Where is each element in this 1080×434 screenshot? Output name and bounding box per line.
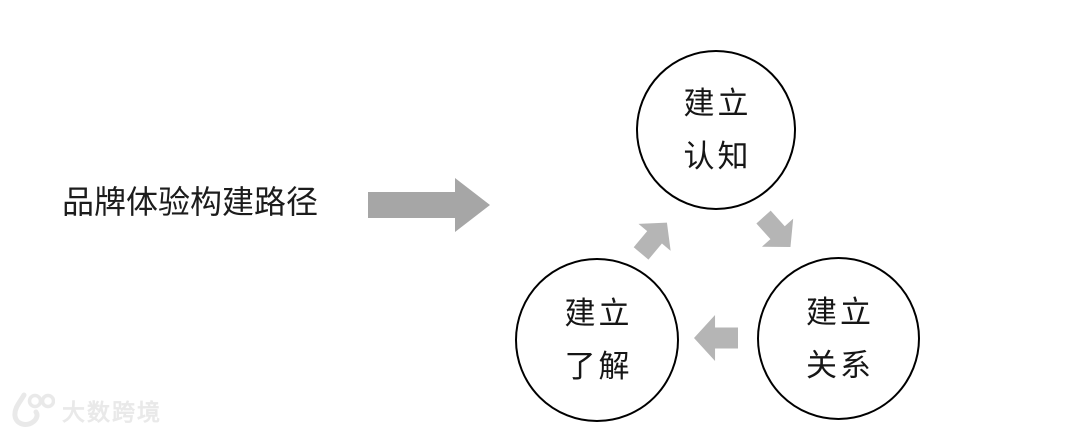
node-awareness-line2: 认知	[683, 139, 752, 174]
right-block-arrow-icon	[368, 178, 490, 232]
cycle-arrow-down-shape	[756, 210, 794, 247]
cycle-arrow-left-shape	[694, 315, 738, 361]
diagram-title: 品牌体验构建路径	[62, 184, 319, 220]
logo-zero-2-shape	[40, 393, 55, 408]
node-understanding-line2: 了解	[564, 349, 633, 384]
dashu-100-logo-icon	[12, 392, 55, 427]
logo-swoosh-shape	[12, 392, 40, 427]
cycle-arrow-up-shape	[633, 222, 671, 260]
watermark-text: 大数跨境	[62, 399, 162, 425]
watermark: 大数跨境	[8, 391, 162, 429]
cycle-arrow-up-icon	[633, 222, 671, 260]
cycle-node-understanding: 建立 了解	[515, 258, 679, 422]
node-relationship-line2: 关系	[806, 347, 874, 383]
logo-zero-1-shape	[27, 393, 43, 408]
cycle-arrow-left-icon	[694, 315, 738, 361]
right-block-arrow-shape	[368, 178, 490, 232]
node-awareness-line1: 建立	[683, 86, 752, 121]
cycle-arrow-down-icon	[756, 210, 794, 247]
node-understanding-line1: 建立	[564, 296, 633, 331]
cycle-node-awareness: 建立 认知	[636, 50, 796, 210]
cycle-node-relationship: 建立 关系	[757, 257, 920, 420]
node-relationship-line1: 建立	[806, 294, 874, 330]
